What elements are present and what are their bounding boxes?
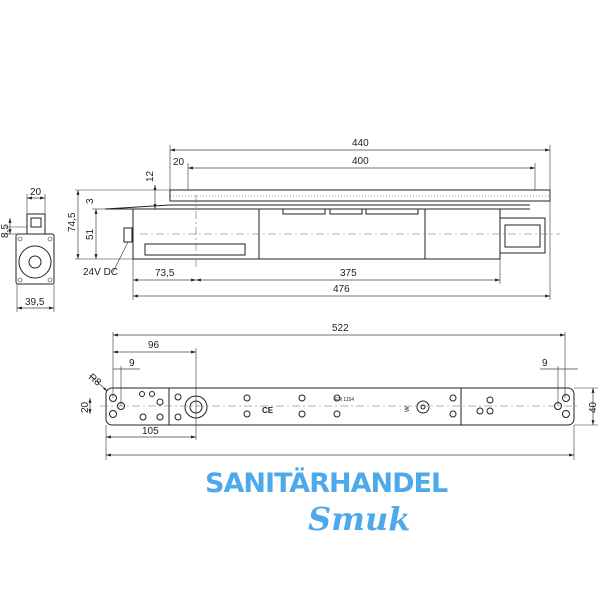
dim-plate-height: 12 xyxy=(145,170,156,182)
dim-hole-edge-right: 9 xyxy=(542,358,548,369)
bottom-view: EN 1154 CE W 522 96 9 9 R8 20 105 40 xyxy=(80,323,599,460)
dim-plate-offset: 20 xyxy=(173,157,185,168)
front-view: 440 400 20 12 74,5 51 3 24V DC 73,5 375 … xyxy=(67,138,560,300)
dim-connector-height: 8,5 xyxy=(0,224,11,238)
connector-label: 24V DC xyxy=(83,267,118,278)
standard-label: EN 1154 xyxy=(335,397,354,403)
dim-width: 40 xyxy=(588,401,599,413)
dim-hole-pitch: 20 xyxy=(80,401,91,413)
motor xyxy=(499,217,546,254)
dim-body-length: 375 xyxy=(340,268,357,279)
dim-axis-from-hole: 96 xyxy=(148,340,160,351)
dim-total-height: 74,5 xyxy=(67,212,78,232)
watermark-logo: SANITÄRHANDEL Smuk xyxy=(205,467,449,538)
side-view: 20 8,5 39,5 xyxy=(0,187,55,312)
dim-hole-spacing: 522 xyxy=(332,323,349,334)
dim-total-length: 476 xyxy=(333,284,350,295)
dim-overall-plate: 440 xyxy=(352,138,369,149)
connector xyxy=(123,227,133,243)
dim-radius: R8 xyxy=(86,372,103,389)
dim-width: 39,5 xyxy=(25,297,45,308)
watermark-line2: Smuk xyxy=(308,500,410,538)
dim-connector-width: 20 xyxy=(30,187,42,198)
dim-inner-plate: 400 xyxy=(352,156,369,167)
mounting-plate xyxy=(105,387,575,426)
motor-housing xyxy=(15,233,55,285)
watermark-line1: SANITÄRHANDEL xyxy=(205,467,448,499)
dim-axis-offset: 73,5 xyxy=(155,268,175,279)
connector xyxy=(26,213,46,235)
dim-body-height: 51 xyxy=(85,228,96,240)
dim-hole-edge-left: 9 xyxy=(129,358,135,369)
ce-mark: CE xyxy=(262,406,274,415)
cover-plate xyxy=(169,189,551,202)
adjust-label: W xyxy=(405,406,411,412)
dim-axis-from-edge: 105 xyxy=(142,426,159,437)
dim-cover-thickness: 3 xyxy=(85,198,96,204)
